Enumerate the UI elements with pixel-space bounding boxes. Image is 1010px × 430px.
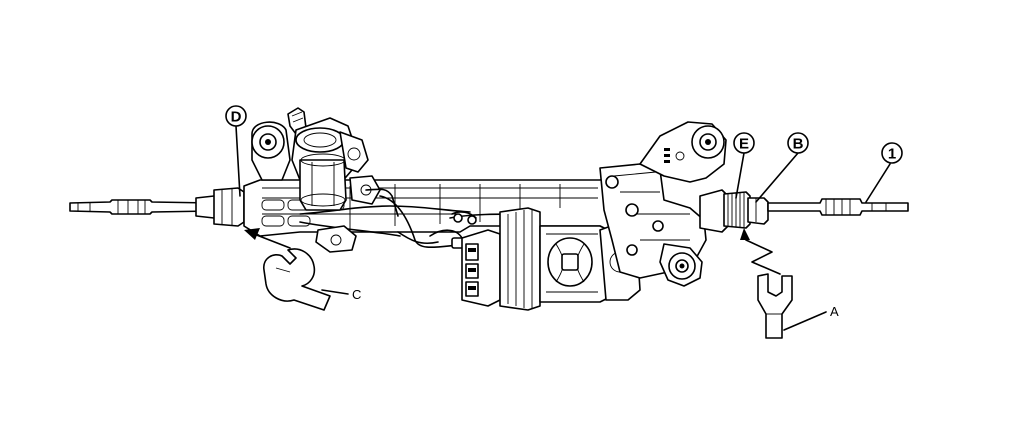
callout-d-label: D: [231, 109, 242, 126]
open-end-wrench-icon: [263, 248, 331, 311]
right-inner-tie-rod: [723, 191, 769, 229]
callout-b: B: [787, 132, 809, 154]
callout-b-label: B: [793, 136, 804, 153]
right-gear-housing: [599, 121, 729, 287]
callout-1: 1: [881, 142, 903, 164]
right-tie-rod: [767, 198, 909, 216]
callout-d: D: [225, 105, 247, 127]
tie-rod-holding-tool-icon: [757, 273, 793, 339]
left-tie-rod: [69, 187, 245, 227]
direction-arrow-right: [740, 228, 781, 275]
callout-e: E: [733, 132, 755, 154]
direction-arrow-left: [244, 228, 291, 249]
assist-motor-unit: [461, 207, 641, 311]
callout-e-label: E: [739, 136, 749, 153]
left-mount-bushing: [251, 121, 291, 181]
label-c: C: [352, 287, 361, 302]
leader-lines: [235, 125, 891, 331]
label-a: A: [830, 304, 839, 319]
callout-1-label: 1: [888, 146, 896, 163]
pinion-valve-housing: [287, 107, 399, 253]
